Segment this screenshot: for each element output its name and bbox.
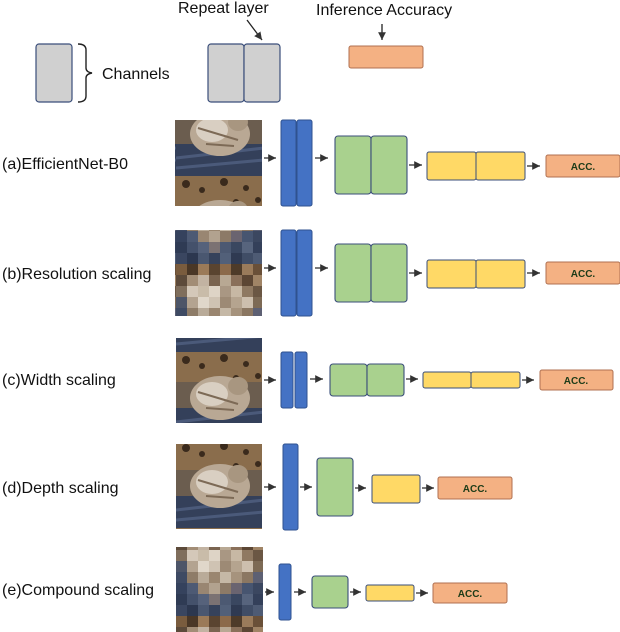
yellow-block-b1 (426, 259, 477, 289)
conv-block-d1 (282, 443, 299, 531)
acc-block-e (432, 582, 508, 604)
accuracy-legend-block (348, 45, 424, 69)
conv-block-b1 (280, 229, 297, 317)
cat-image-e (176, 547, 263, 632)
yellow-block-b2 (475, 259, 526, 289)
row-label-c: (c)Width scaling (2, 372, 116, 389)
row-label-e: (e)Compound scaling (2, 582, 155, 599)
green-block-d1 (316, 457, 354, 517)
green-block-c1 (329, 363, 368, 397)
cat-image-b (175, 230, 262, 316)
green-block-e1 (311, 575, 349, 609)
repeat-legend-block-1 (207, 43, 245, 103)
row-label-d: (d)Depth scaling (2, 480, 119, 497)
green-block-a1 (334, 135, 372, 195)
repeat-legend-block-2 (243, 43, 281, 103)
row-c: ACC. (176, 338, 614, 423)
acc-block-d (437, 476, 513, 500)
acc-block-c (539, 369, 614, 391)
conv-block-a1 (280, 119, 297, 207)
channel-legend-block (35, 43, 73, 103)
yellow-block-d1 (371, 474, 421, 504)
conv-block-c2 (294, 351, 308, 409)
green-block-a2 (370, 135, 408, 195)
acc-block-a (545, 154, 620, 178)
cat-image-d (176, 444, 262, 529)
row-label-b: (b)Resolution scaling (2, 266, 152, 283)
channels-label: Channels (102, 66, 170, 83)
inference-accuracy-label: Inference Accuracy (316, 2, 453, 19)
acc-block-b (545, 261, 620, 285)
acc-label-e: ACC. (458, 589, 483, 600)
yellow-block-a2 (475, 151, 526, 181)
repeat-layer-label: Repeat layer (178, 0, 269, 17)
acc-label-c: ACC. (564, 376, 589, 387)
yellow-block-c2 (470, 371, 521, 389)
yellow-block-e1 (365, 584, 415, 602)
green-block-c2 (366, 363, 405, 397)
conv-block-e1 (278, 563, 292, 621)
yellow-block-a1 (426, 151, 477, 181)
conv-block-b2 (296, 229, 313, 317)
conv-block-a2 (296, 119, 313, 207)
row-d: ACC. (176, 443, 513, 531)
row-b: ACC. (175, 229, 620, 317)
green-block-b1 (334, 243, 372, 303)
green-block-b2 (370, 243, 408, 303)
cat-image-c (176, 338, 262, 423)
row-a: ACC. (175, 119, 620, 207)
channels-brace (77, 43, 93, 103)
acc-label-b: ACC. (571, 269, 596, 280)
row-label-a: (a)EfficientNet-B0 (2, 156, 128, 173)
row-e: ACC. (176, 547, 508, 632)
repeat-layer-arrow (246, 19, 263, 41)
yellow-block-c1 (422, 371, 472, 389)
acc-label-d: ACC. (463, 484, 488, 495)
cat-image-a (175, 120, 262, 206)
acc-label-a: ACC. (571, 162, 596, 173)
conv-block-c1 (280, 351, 294, 409)
